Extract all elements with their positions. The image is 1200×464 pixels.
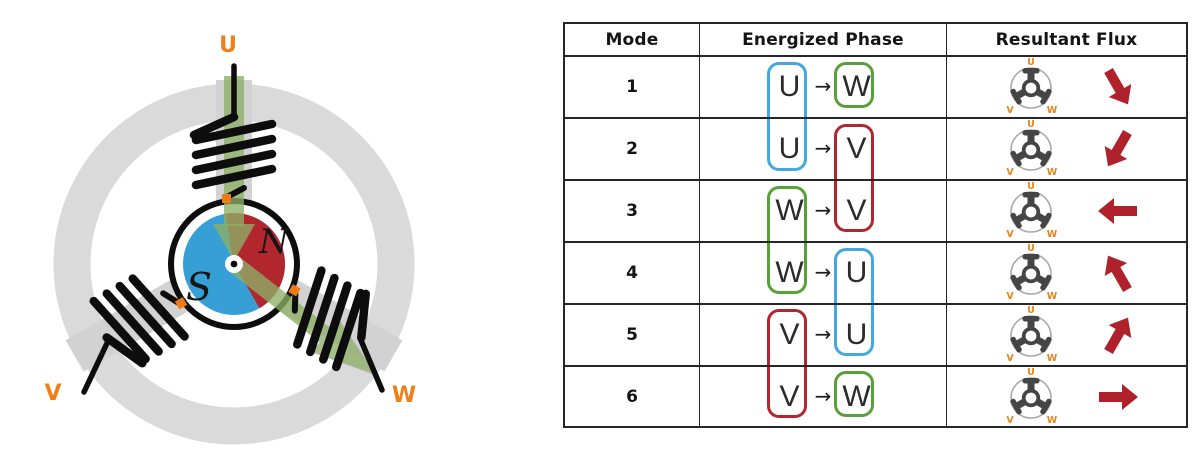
motor-cross-section-diagram: N S bbox=[44, 33, 416, 445]
mode-number: 2 bbox=[565, 117, 699, 179]
phase-from: W bbox=[775, 256, 804, 289]
header-resultant-flux: Resultant Flux bbox=[946, 24, 1186, 55]
resultant-flux-cell bbox=[946, 179, 1186, 241]
energized-phase-cell: W → U bbox=[699, 241, 946, 303]
resultant-flux-cell bbox=[946, 365, 1186, 427]
motor-stator-icon bbox=[1005, 367, 1057, 427]
phase-arrow-icon: → bbox=[814, 260, 832, 284]
phase-arrow-icon: → bbox=[814, 74, 832, 98]
phase-box-w-sink-row1 bbox=[834, 62, 874, 108]
phase-arrow-icon: → bbox=[814, 384, 832, 408]
energized-phase-cell: U → V bbox=[699, 117, 946, 179]
header-energized-phase: Energized Phase bbox=[699, 24, 946, 55]
lead-v bbox=[81, 336, 112, 395]
phase-to: U bbox=[845, 318, 868, 351]
energized-phase-cell: V → U bbox=[699, 303, 946, 365]
flux-direction-arrow bbox=[1104, 130, 1132, 167]
resultant-flux-cell bbox=[946, 117, 1186, 179]
phase-to: V bbox=[846, 194, 867, 227]
motor-stator-icon bbox=[1005, 57, 1057, 117]
energized-phase-cell: V → W bbox=[699, 365, 946, 427]
phase-from: U bbox=[778, 132, 801, 165]
phase-from: U bbox=[778, 70, 801, 103]
flux-direction-arrow bbox=[1098, 198, 1137, 224]
phase-box-u-sink bbox=[834, 248, 874, 356]
flux-direction-arrow bbox=[1104, 317, 1132, 354]
phase-arrow-icon: → bbox=[814, 322, 832, 346]
resultant-flux-cell bbox=[946, 303, 1186, 365]
energized-phase-cell: W → V bbox=[699, 179, 946, 241]
mode-number: 4 bbox=[565, 241, 699, 303]
terminal-leads bbox=[81, 63, 385, 395]
terminal-w-label: W bbox=[392, 383, 416, 408]
phase-box-w-sink-row6 bbox=[834, 371, 874, 417]
flux-direction-arrow bbox=[1099, 384, 1138, 410]
phase-to: V bbox=[846, 132, 867, 165]
motor-stator-icon bbox=[1005, 181, 1057, 241]
energized-phase-cell: U → W bbox=[699, 55, 946, 117]
phase-box-w-source bbox=[767, 186, 807, 294]
motor-stator-icon bbox=[1005, 119, 1057, 179]
phase-box-v-sink bbox=[834, 124, 874, 232]
phase-to: W bbox=[842, 380, 871, 413]
mode-number: 3 bbox=[565, 179, 699, 241]
coil-u bbox=[189, 112, 277, 203]
rotor-south-label: S bbox=[186, 265, 212, 309]
mode-number: 1 bbox=[565, 55, 699, 117]
phase-arrow-icon: → bbox=[814, 198, 832, 222]
phase-box-u-source bbox=[767, 62, 807, 171]
resultant-flux-cell bbox=[946, 241, 1186, 303]
phase-to: U bbox=[845, 256, 868, 289]
flux-direction-arrow bbox=[1104, 255, 1132, 292]
rotor-north-label: N bbox=[258, 222, 290, 262]
flux-direction-arrow bbox=[1104, 68, 1132, 105]
header-mode: Mode bbox=[605, 29, 659, 50]
phase-from: V bbox=[779, 380, 800, 413]
phase-to: W bbox=[842, 70, 871, 103]
commutation-table: Mode Energized Phase Resultant Flux 1 U … bbox=[563, 22, 1188, 428]
lead-w bbox=[357, 335, 385, 393]
resultant-flux-cell bbox=[946, 55, 1186, 117]
motor-stator-icon bbox=[1005, 305, 1057, 365]
terminal-v-label: V bbox=[44, 381, 61, 406]
mode-number: 6 bbox=[565, 365, 699, 427]
phase-arrow-icon: → bbox=[814, 136, 832, 160]
phase-from: W bbox=[775, 194, 804, 227]
terminal-u-label: U bbox=[219, 33, 237, 58]
shaft-center bbox=[230, 260, 238, 268]
phase-box-v-source bbox=[767, 309, 807, 418]
motor-stator-icon bbox=[1005, 243, 1057, 303]
mode-number: 5 bbox=[565, 303, 699, 365]
phase-from: V bbox=[779, 318, 800, 351]
